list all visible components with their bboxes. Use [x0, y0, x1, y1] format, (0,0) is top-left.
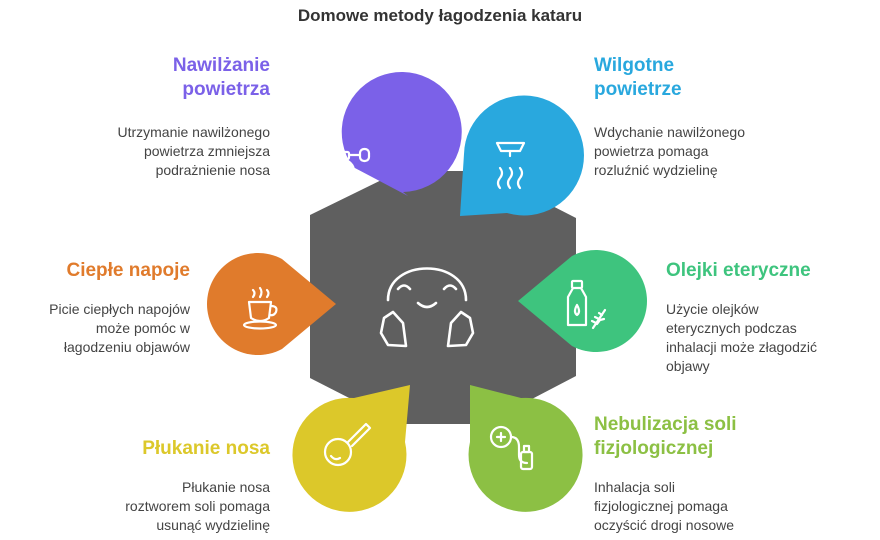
essential-oils-title: Olejki eteryczne — [666, 259, 866, 283]
warm-drinks-title-line1: Ciepłe napoje — [66, 260, 190, 281]
humidify-title: Nawilżanie powietrza — [120, 54, 270, 102]
nebulization-title: Nebulizacja soli fizjologicznej — [594, 413, 814, 461]
nebulization-drop — [468, 385, 583, 512]
nebulization-title-line2: fizjologicznej — [594, 438, 714, 459]
essential-oils-desc-line4: objawy — [666, 358, 710, 374]
nasal-rinse-description: Płukanie nosa roztworem soli pomaga usun… — [70, 478, 270, 535]
diagram-title: Domowe metody łagodzenia kataru — [297, 6, 583, 25]
humidify-drop — [341, 72, 462, 196]
moist-air-title: Wilgotne powietrze — [594, 54, 794, 102]
nasal-rinse-title-line1: Płukanie nosa — [142, 438, 270, 459]
hot-cup-icon — [242, 286, 278, 330]
nasal-rinse-desc-line1: Płukanie nosa — [182, 479, 270, 495]
essential-oils-drop — [518, 250, 647, 352]
warm-drinks-desc-line3: łagodzeniu objawów — [63, 339, 190, 355]
moist-air-desc-line3: rozluźnić wydzielinę — [594, 162, 718, 178]
steam-icon — [495, 141, 526, 190]
oil-bottle-icon — [566, 279, 607, 330]
warm-drinks-desc-line1: Picie ciepłych napojów — [49, 301, 190, 317]
warm-drinks-description: Picie ciepłych napojów może pomóc w łago… — [10, 300, 190, 357]
nasal-rinse-desc-line3: usunąć wydzielinę — [156, 517, 270, 533]
essential-oils-description: Użycie olejków eterycznych podczas inhal… — [666, 300, 866, 376]
humidify-title-line2: powietrza — [182, 79, 270, 100]
moist-air-drop — [460, 95, 584, 216]
nasal-rinse-title: Płukanie nosa — [100, 437, 270, 461]
moist-air-title-line1: Wilgotne — [594, 55, 675, 76]
warm-drinks-desc-line2: może pomóc w — [95, 320, 190, 336]
humidify-desc-line2: powietrza zmniejsza — [143, 143, 270, 159]
nasal-rinse-desc-line2: roztworem soli pomaga — [125, 498, 270, 514]
perfume-atomizer-icon — [325, 147, 371, 184]
essential-oils-desc-line3: inhalacji może złagodzić — [666, 339, 817, 355]
humidify-title-line1: Nawilżanie — [172, 55, 270, 76]
essential-oils-desc-line1: Użycie olejków — [666, 301, 759, 317]
nebulizer-icon — [489, 425, 534, 471]
happy-face-icon — [379, 267, 475, 348]
humidify-desc-line3: podrażnienie nosa — [155, 162, 270, 178]
nebulization-desc-line3: oczyścić drogi nosowe — [594, 517, 735, 533]
nebulization-desc-line2: fizjologicznej pomaga — [594, 498, 728, 514]
center-hexagon — [310, 171, 576, 424]
nebulization-description: Inhalacja soli fizjologicznej pomaga ocz… — [594, 478, 814, 535]
moist-air-desc-line1: Wdychanie nawilżonego — [594, 124, 745, 140]
humidify-description: Utrzymanie nawilżonego powietrza zmniejs… — [70, 123, 270, 180]
moist-air-title-line2: powietrze — [594, 79, 682, 100]
moist-air-description: Wdychanie nawilżonego powietrza pomaga r… — [594, 123, 814, 180]
essential-oils-title-line1: Olejki eteryczne — [666, 260, 811, 281]
essential-oils-desc-line2: eterycznych podczas — [666, 320, 797, 336]
moist-air-desc-line2: powietrza pomaga — [594, 143, 709, 159]
warm-drinks-title: Ciepłe napoje — [20, 259, 190, 283]
nebulization-title-line1: Nebulizacja soli — [594, 414, 737, 435]
nasal-bulb-icon — [323, 422, 372, 467]
nebulization-desc-line1: Inhalacja soli — [594, 479, 675, 495]
humidify-desc-line1: Utrzymanie nawilżonego — [117, 124, 270, 140]
